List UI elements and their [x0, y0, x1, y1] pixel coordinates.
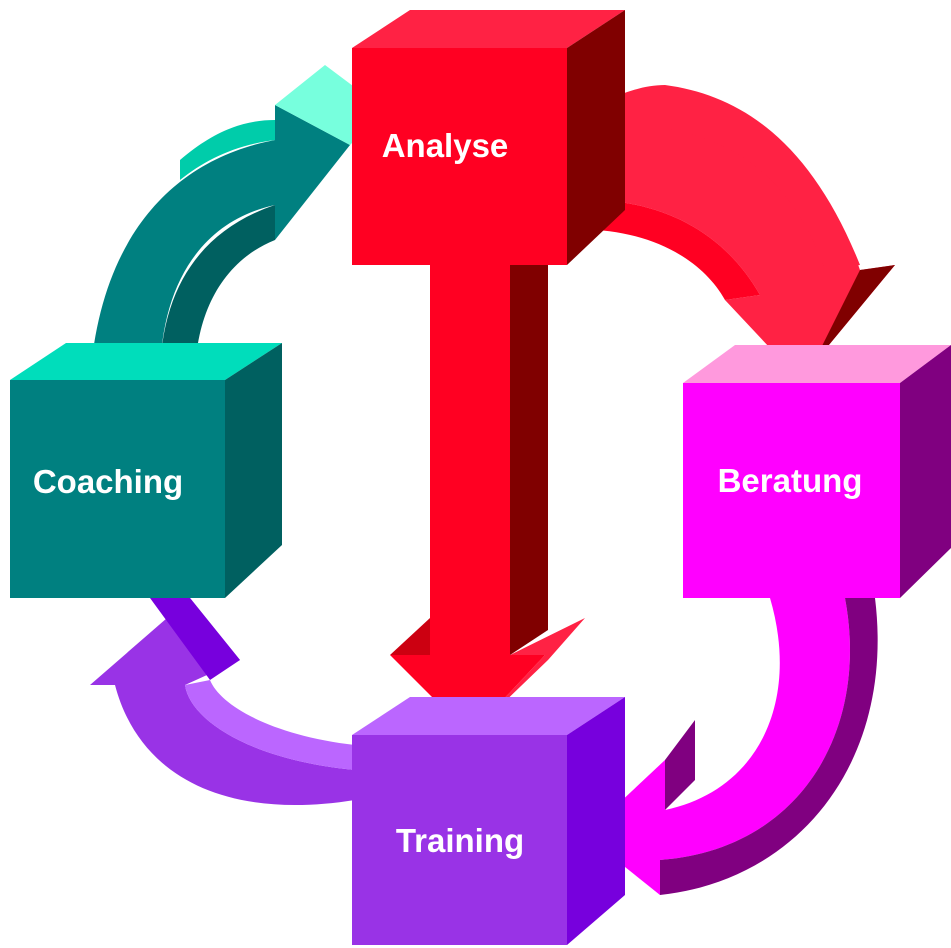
box-beratung-top: [683, 345, 951, 383]
box-coaching: Coaching: [10, 343, 282, 598]
box-coaching-front: [10, 380, 225, 598]
box-training: Training: [352, 697, 625, 945]
box-beratung-side: [900, 345, 951, 598]
label-training: Training: [396, 822, 524, 859]
box-training-front: [352, 735, 567, 945]
box-analyse-side: [567, 10, 625, 265]
arrow-beratung-to-training: [585, 598, 878, 895]
box-analyse-front: [352, 48, 567, 265]
label-coaching: Coaching: [33, 463, 183, 500]
box-coaching-top: [10, 343, 282, 380]
box-training-side: [567, 697, 625, 945]
arrow-training-to-coaching: [90, 598, 355, 806]
box-training-top: [352, 697, 625, 735]
arrow-coaching-to-analyse: [90, 65, 385, 380]
label-analyse: Analyse: [382, 127, 509, 164]
box-beratung: Beratung: [683, 345, 951, 598]
box-beratung-front: [683, 383, 900, 598]
box-analyse: Analyse: [352, 10, 625, 265]
label-beratung: Beratung: [718, 462, 863, 499]
arrow-analyse-to-training: [390, 265, 585, 735]
box-coaching-side: [225, 343, 282, 598]
box-analyse-top: [352, 10, 625, 48]
